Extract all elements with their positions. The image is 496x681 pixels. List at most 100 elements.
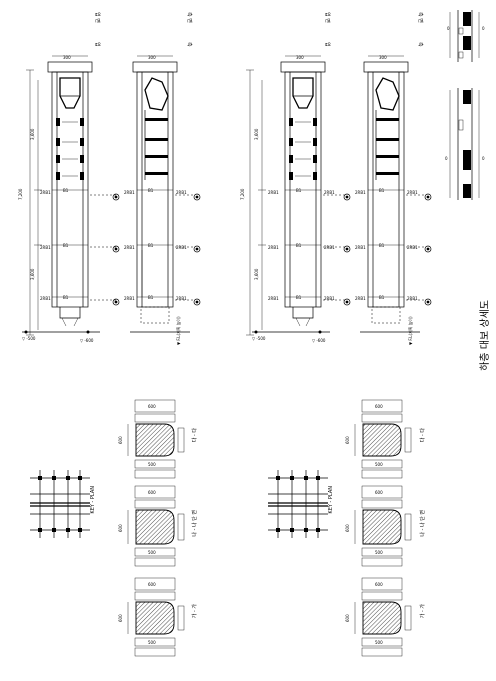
svg-text:측: 측: [417, 42, 424, 47]
svg-text:500: 500: [375, 640, 383, 645]
section-markers-right-2: [406, 193, 432, 306]
svg-text:B1: B1: [63, 188, 69, 193]
svg-text:600: 600: [375, 582, 383, 587]
svg-text:600: 600: [345, 524, 350, 532]
level-label-left: ▼ F.L(계획 높이): [175, 316, 181, 345]
svg-text:600: 600: [118, 524, 123, 532]
svg-text:B1: B1: [379, 295, 385, 300]
svg-text:600: 600: [148, 404, 156, 409]
svg-text:▽ -500: ▽ -500: [252, 336, 266, 341]
svg-text:▽ -600: ▽ -600: [312, 338, 326, 343]
keyplan-label-right: KEY - PLAN: [328, 486, 334, 514]
svg-text:2RB1: 2RB1: [407, 296, 418, 301]
svg-text:2RB1: 2RB1: [176, 245, 187, 250]
svg-text:B1: B1: [148, 188, 154, 193]
elevation-label-2: 측 면: [186, 12, 193, 23]
svg-text:B1: B1: [296, 243, 302, 248]
svg-text:2RB1: 2RB1: [268, 296, 279, 301]
svg-text:▽ -600: ▽ -600: [80, 338, 94, 343]
svg-text:300: 300: [379, 55, 387, 60]
section-na-left: 600 500 600 나 - 나 단 면: [118, 485, 198, 567]
svg-text:2RB1: 2RB1: [355, 296, 366, 301]
section-label-ga-left: 가 - 가: [191, 604, 198, 619]
svg-text:600: 600: [148, 582, 156, 587]
svg-text:3,600: 3,600: [254, 268, 259, 280]
svg-text:600: 600: [118, 614, 123, 622]
svg-text:B1: B1: [296, 295, 302, 300]
svg-text:2RB1: 2RB1: [40, 245, 51, 250]
level-label-right: ▼ F.L(계획 높이): [407, 316, 413, 345]
section-da-left: 600 500 600 다 - 다: [118, 399, 198, 479]
section-markers-left: [90, 193, 120, 306]
svg-text:300: 300: [296, 55, 304, 60]
elevation-label-1: 입 면: [94, 12, 101, 23]
svg-text:600: 600: [345, 614, 350, 622]
svg-text:B1: B1: [63, 295, 69, 300]
section-da-right: 600 500 600 다 - 다: [345, 399, 426, 479]
svg-text:500: 500: [148, 550, 156, 555]
svg-text:3,600: 3,600: [30, 128, 35, 140]
svg-text:2RB1: 2RB1: [124, 296, 135, 301]
sheet-title: 하층 대보 상세도: [478, 300, 491, 371]
svg-text:B1: B1: [63, 243, 69, 248]
svg-text:0: 0: [445, 156, 448, 161]
beam-elevation-right: 7,200 3,600 3,600 300 ▽ -500 ▽ -600: [240, 55, 335, 343]
svg-text:3,600: 3,600: [30, 268, 35, 280]
svg-text:2RB1: 2RB1: [124, 245, 135, 250]
beam-side-right: 300 B1 B1 B1 2RB1 2RB1 2RB1 2RB1 2RB1 2R…: [355, 55, 420, 345]
section-label-ga-right: 가 - 가: [419, 604, 426, 619]
svg-text:입: 입: [324, 42, 331, 47]
svg-text:2RB1: 2RB1: [176, 190, 187, 195]
svg-text:600: 600: [345, 436, 350, 444]
beam-side-left: 300 B1 B1 B1 2RB1 2RB1 2RB1 2RB1 2RB1 2R…: [124, 55, 190, 345]
svg-text:500: 500: [375, 550, 383, 555]
svg-text:500: 500: [375, 462, 383, 467]
svg-text:측: 측: [186, 42, 193, 47]
svg-text:600: 600: [375, 490, 383, 495]
svg-text:2RB1: 2RB1: [124, 190, 135, 195]
svg-text:7,200: 7,200: [18, 188, 23, 200]
section-na-right: 600 500 600 나 - 나 단 면: [345, 485, 426, 567]
elevation-label-4: 측 면: [417, 12, 424, 23]
svg-text:B1: B1: [296, 188, 302, 193]
svg-text:B1: B1: [379, 243, 385, 248]
svg-text:0: 0: [482, 26, 485, 31]
svg-text:2RB1: 2RB1: [268, 245, 279, 250]
beam-elevation-left: 7,200 3,600 3,600 300: [18, 55, 100, 343]
svg-text:7,200: 7,200: [240, 188, 245, 200]
svg-text:600: 600: [118, 436, 123, 444]
svg-text:500: 500: [148, 462, 156, 467]
svg-text:B1: B1: [148, 295, 154, 300]
svg-text:2RB1: 2RB1: [40, 296, 51, 301]
svg-text:2RB1: 2RB1: [324, 245, 335, 250]
svg-text:2RB1: 2RB1: [324, 190, 335, 195]
svg-text:0: 0: [482, 156, 485, 161]
section-label-na-right: 나 - 나 단 면: [419, 510, 426, 537]
section-markers-right: [323, 193, 351, 306]
svg-text:2RB1: 2RB1: [355, 245, 366, 250]
svg-text:2RB1: 2RB1: [268, 190, 279, 195]
keyplan-label-left: KEY - PLAN: [90, 486, 96, 514]
svg-text:0: 0: [447, 26, 450, 31]
svg-text:600: 600: [375, 404, 383, 409]
svg-text:B1: B1: [379, 188, 385, 193]
svg-text:2RB1: 2RB1: [355, 190, 366, 195]
svg-text:2RB1: 2RB1: [40, 190, 51, 195]
svg-text:B1: B1: [148, 243, 154, 248]
svg-text:300: 300: [148, 55, 156, 60]
key-plan-right: KEY - PLAN: [268, 470, 334, 538]
detail-small-bottom: 0 0: [445, 88, 485, 200]
svg-text:▽ -500: ▽ -500: [22, 336, 36, 341]
svg-text:600: 600: [148, 490, 156, 495]
svg-text:2RB1: 2RB1: [407, 190, 418, 195]
section-label-na-left: 나 - 나 단 면: [191, 510, 198, 537]
section-markers-left-2: [175, 193, 201, 306]
svg-text:500: 500: [148, 640, 156, 645]
key-plan-left: KEY - PLAN: [30, 470, 96, 538]
svg-text:2RB1: 2RB1: [407, 245, 418, 250]
svg-text:3,600: 3,600: [254, 128, 259, 140]
svg-text:2RB1: 2RB1: [324, 296, 335, 301]
svg-text:2RB1: 2RB1: [176, 296, 187, 301]
